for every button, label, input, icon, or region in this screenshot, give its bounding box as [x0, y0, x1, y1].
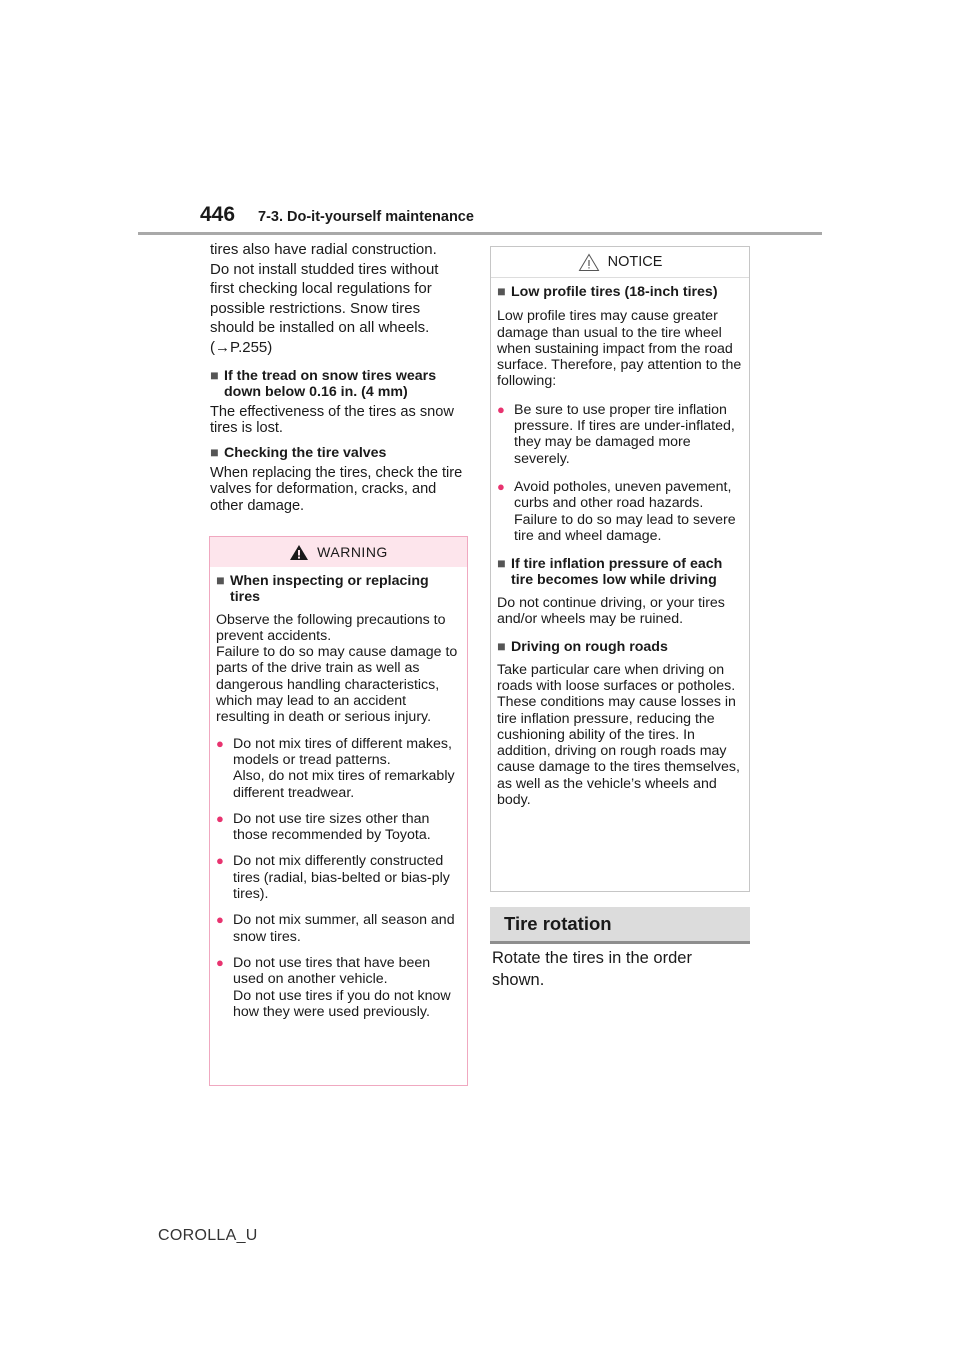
- warning-title: WARNING: [317, 544, 388, 560]
- warning-title-bar: WARNING: [210, 537, 467, 567]
- square-bullet-icon: ■: [210, 444, 219, 461]
- valves-text: When replacing the tires, check the tire…: [210, 465, 463, 514]
- intro-line: tires also have radial construction.: [210, 241, 437, 258]
- intro-line: Do not install studded tires without: [210, 260, 439, 278]
- intro-line: possible restrictions. Snow tires: [210, 299, 421, 317]
- warning-bullet: ● Do not use tire sizes other than those…: [216, 810, 431, 844]
- warning-triangle-icon: [290, 544, 309, 560]
- notice-title: NOTICE: [607, 254, 663, 270]
- bullet-dot-icon: ●: [216, 912, 224, 928]
- caution-triangle-icon: [578, 253, 599, 271]
- warning-bullet: ● Do not mix summer, all season and snow…: [216, 912, 455, 945]
- square-bullet-icon: ■: [497, 284, 506, 300]
- warning-box: WARNING ■ When inspecting or replacing t…: [209, 536, 468, 1086]
- square-bullet-icon: ■: [497, 556, 506, 573]
- warning-text: Observe the following precautions to pre…: [216, 611, 458, 726]
- low-pressure-text: Do not continue driving, or your tires a…: [497, 594, 725, 628]
- page-reference: (→P.255): [210, 338, 273, 356]
- rough-roads-text: Take particular care when driving on roa…: [497, 661, 740, 809]
- notice-title-bar: NOTICE: [491, 247, 749, 278]
- bullet-dot-icon: ●: [497, 478, 505, 494]
- header-rule: [138, 232, 822, 235]
- snow-tread-text: The effectiveness of the tires as snow t…: [210, 404, 454, 437]
- bullet-dot-icon: ●: [216, 735, 224, 751]
- bullet-dot-icon: ●: [216, 954, 224, 970]
- warning-bullet: ● Do not mix tires of different makes, m…: [216, 735, 455, 801]
- section-title: 7-3. Do-it-yourself maintenance: [258, 209, 474, 225]
- tire-rotation-heading-bar: Tire rotation: [490, 907, 750, 944]
- square-bullet-icon: ■: [216, 573, 225, 589]
- warning-heading: ■ When inspecting or replacing tires: [216, 573, 429, 606]
- footer-model: COROLLA_U: [158, 1227, 258, 1244]
- bullet-dot-icon: ●: [216, 810, 224, 826]
- notice-bullet: ● Avoid potholes, uneven pavement, curbs…: [497, 478, 736, 544]
- page-number: 446: [200, 203, 236, 226]
- tire-rotation-body: Rotate the tires in the order shown.: [492, 948, 752, 991]
- tire-rotation-title: Tire rotation: [504, 913, 612, 934]
- intro-line: should be installed on all wheels.: [210, 319, 430, 337]
- square-bullet-icon: ■: [497, 639, 506, 656]
- bullet-dot-icon: ●: [216, 853, 224, 869]
- warning-bullet: ● Do not use tires that have been used o…: [216, 954, 451, 1020]
- low-profile-text: Low profile tires may cause greater dama…: [497, 308, 742, 390]
- snow-tread-heading: ■ If the tread on snow tires wears down …: [210, 367, 437, 400]
- valves-heading: ■ Checking the tire valves: [210, 444, 387, 461]
- low-profile-heading: ■ Low profile tires (18-inch tires): [497, 284, 718, 300]
- rough-roads-heading: ■ Driving on rough roads: [497, 639, 668, 656]
- bullet-dot-icon: ●: [497, 401, 505, 417]
- intro-line: first checking local regulations for: [210, 280, 432, 298]
- notice-box: NOTICE ■ Low profile tires (18-inch tire…: [490, 246, 750, 892]
- left-column: tires also have radial construction. Do …: [210, 240, 472, 514]
- tire-rotation-line: Rotate the tires in the order: [492, 949, 692, 967]
- tire-rotation-line: shown.: [492, 970, 545, 989]
- warning-bullet: ● Do not mix differently constructed tir…: [216, 853, 450, 903]
- low-pressure-heading: ■ If tire inflation pressure of each tir…: [497, 556, 723, 589]
- square-bullet-icon: ■: [210, 367, 219, 384]
- notice-bullet: ● Be sure to use proper tire inflation p…: [497, 401, 735, 467]
